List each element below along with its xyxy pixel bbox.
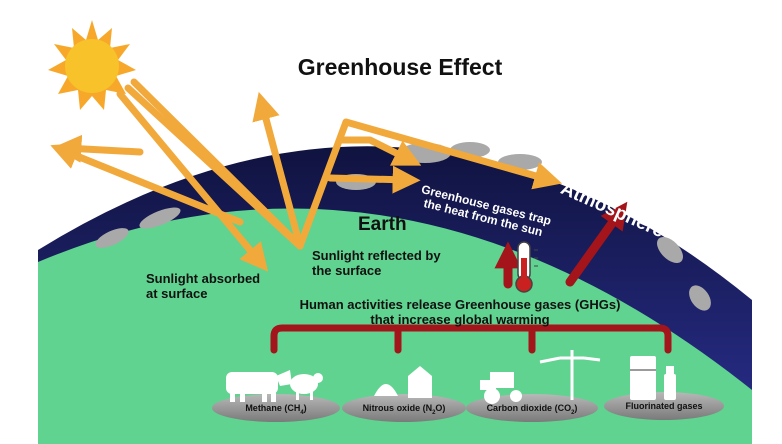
gas-name: Fluorinated gases (625, 401, 703, 411)
sunlight-reflected-line1: Sunlight reflected by (312, 248, 441, 263)
sunlight-reflected-label: Sunlight reflected by the surface (312, 248, 472, 278)
thermometer-icon (515, 241, 538, 293)
spray-can-icon (664, 366, 676, 400)
sunlight-absorbed-line2: at surface (146, 286, 208, 301)
power-pole-icon (539, 350, 601, 400)
sheep-icon (290, 373, 323, 400)
human-activities-line2: that increase global warming (370, 312, 550, 327)
gas-subscript: 2 (432, 409, 436, 416)
human-activities-label: Human activities release Greenhouse gase… (250, 297, 670, 327)
sunlight-absorbed-label: Sunlight absorbed at surface (146, 271, 286, 301)
gas-label-fluorinated: Fluorinated gases (614, 401, 714, 411)
sunlight-incoming-arrow-3 (130, 78, 304, 250)
gas-subscript: 2 (571, 409, 575, 416)
sunlight-absorbed-arrow (116, 90, 269, 272)
gas-label-carbon-dioxide: Carbon dioxide (CO2) (478, 403, 586, 416)
gas-subscript: 4 (300, 409, 304, 416)
sunlight-trapped-arrow-3 (326, 165, 421, 194)
gas-name: Carbon dioxide (CO (486, 403, 572, 413)
sunlight-trapped-arrow-2 (336, 136, 422, 166)
gas-label-nitrous-oxide: Nitrous oxide (N2O) (352, 403, 456, 416)
human-activities-line1: Human activities release Greenhouse gase… (299, 297, 621, 312)
gas-label-methane: Methane (CH4) (226, 403, 326, 416)
sunlight-absorbed-line1: Sunlight absorbed (146, 271, 261, 286)
tractor-icon (480, 372, 522, 404)
sun-icon (48, 20, 136, 110)
earth-label: Earth (358, 214, 407, 235)
gas-suffix: O) (435, 403, 446, 413)
gas-suffix: ) (574, 403, 578, 413)
diagram-title: Greenhouse Effect (297, 54, 503, 80)
sunlight-escape-arrow (252, 91, 304, 250)
gas-name: Methane (CH (245, 403, 301, 413)
ghg-rising-arrow (565, 201, 628, 287)
sunlight-reflected-line2: the surface (312, 263, 382, 278)
refrigerator-icon (630, 356, 656, 400)
gas-suffix: ) (303, 403, 307, 413)
sunlight-reflected-arrow-up (50, 142, 244, 226)
cow-icon (226, 370, 292, 402)
gas-name: Nitrous oxide (N (362, 403, 433, 413)
fertilizer-icon (374, 366, 432, 398)
ghg-bracket (270, 324, 672, 354)
sunlight-reflected-arrow-left (53, 134, 144, 163)
sunlight-trapped-arrow (296, 118, 563, 250)
